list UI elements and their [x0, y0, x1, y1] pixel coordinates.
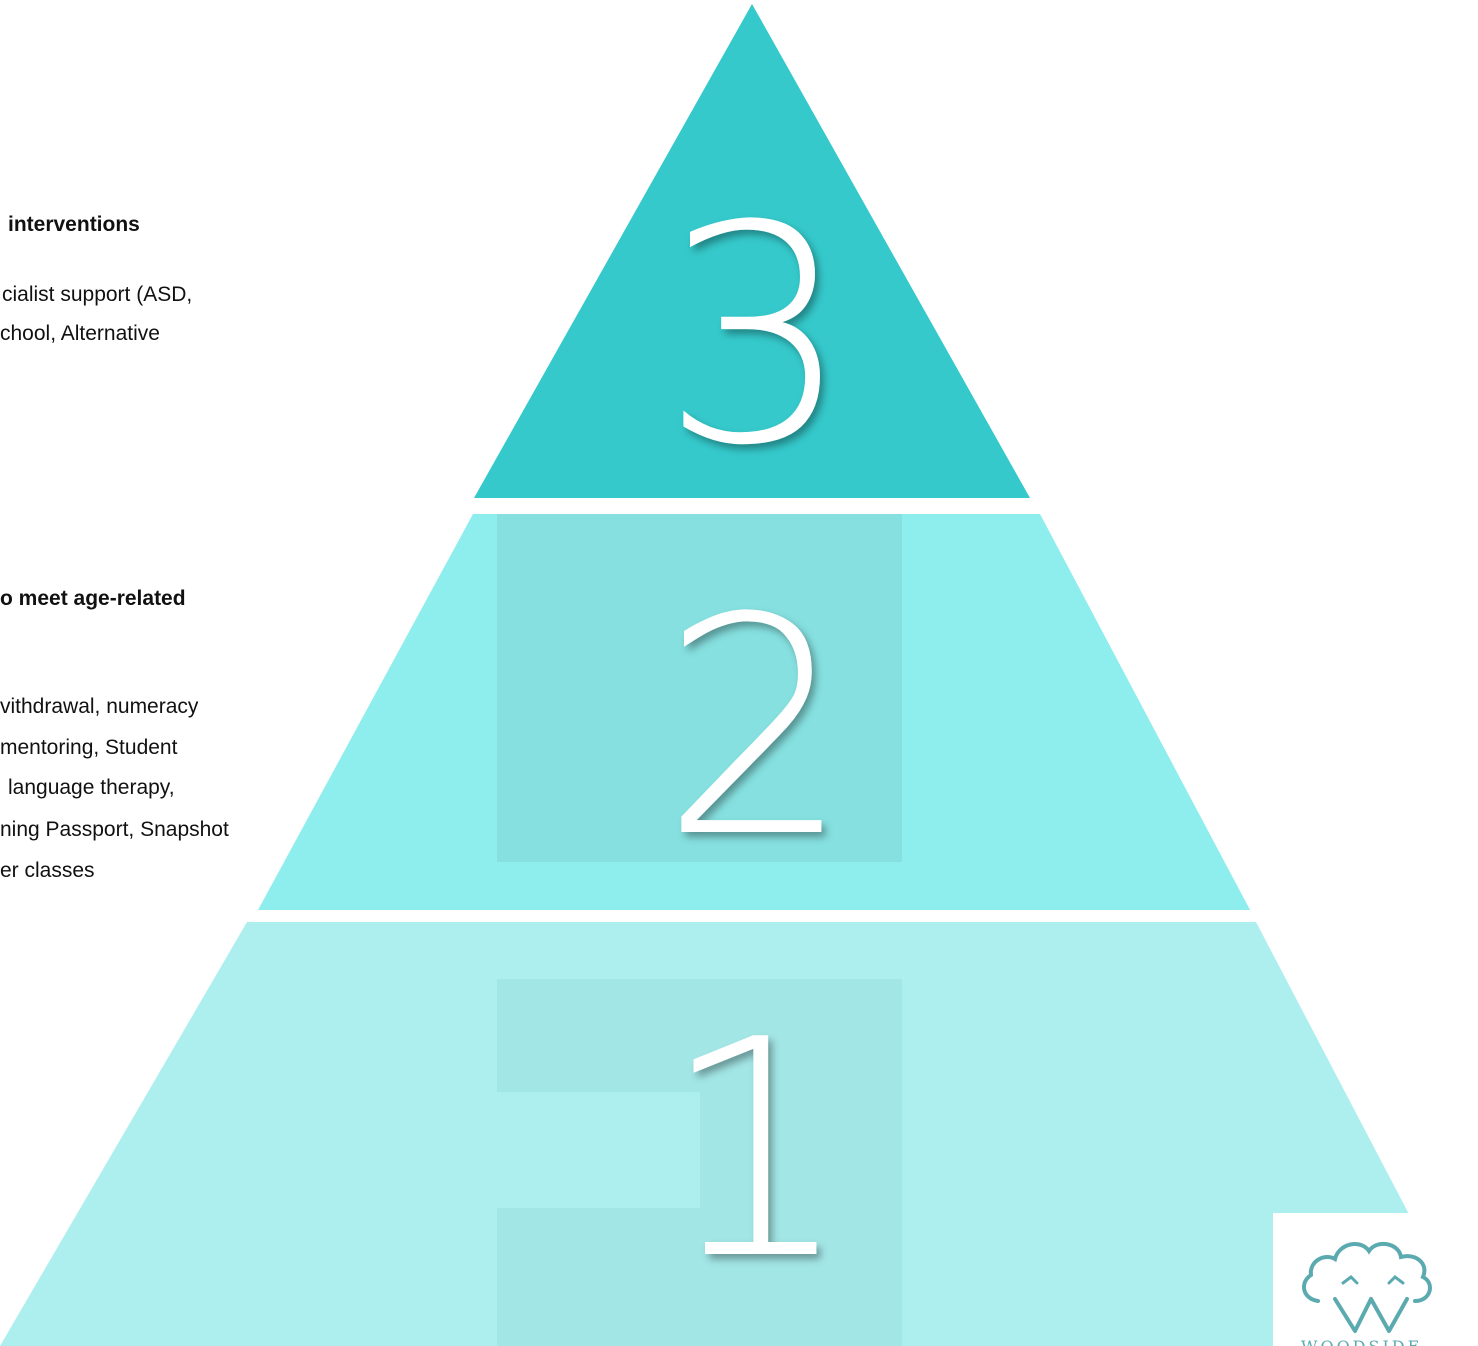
tree-icon	[1301, 1241, 1432, 1333]
school-logo: WOODSIDE	[1273, 1213, 1478, 1346]
tier-2-right-panel	[903, 578, 1250, 910]
logo-wordmark: WOODSIDE	[1301, 1337, 1422, 1346]
tier-2-inner-panel	[497, 514, 902, 862]
tier-1-number: 1	[661, 976, 852, 1325]
tier-1-inner-accent	[497, 1092, 700, 1208]
tier-2-heading: o meet age-related	[0, 587, 186, 610]
tier-3-number: 3	[661, 162, 852, 511]
tier-3-heading: interventions	[8, 213, 140, 236]
tier-2-line-3: language therapy,	[8, 776, 175, 799]
tier-2-line-1: vithdrawal, numeracy	[0, 695, 199, 718]
tier-2-line-2: mentoring, Student	[0, 736, 178, 759]
tier-3-band	[474, 4, 1030, 498]
tier-2-number: 2	[661, 554, 852, 903]
tier-3-line-2: chool, Alternative	[0, 322, 160, 345]
tier-2-line-4: ning Passport, Snapshot	[0, 818, 229, 841]
tier-3-line-1: cialist support (ASD,	[2, 283, 193, 306]
tier-2-line-5: er classes	[0, 859, 95, 882]
